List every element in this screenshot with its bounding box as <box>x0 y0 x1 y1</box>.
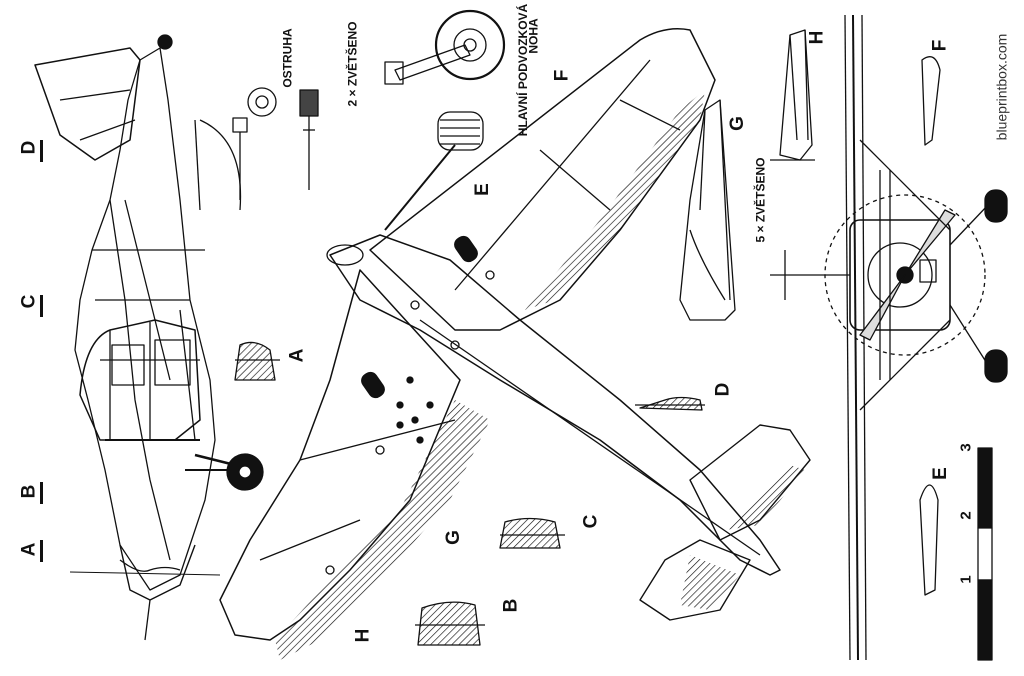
section-mark-b <box>40 482 43 504</box>
tail-skid-detail <box>194 87 319 211</box>
plan-section-label-h: H <box>352 628 374 643</box>
tail-scale-label: 2 × ZVĚTŠENO <box>345 21 360 107</box>
plan-view-wing-upper <box>369 28 716 331</box>
scale-tick-3: 3 <box>957 443 975 452</box>
section-mark-c <box>40 295 43 317</box>
airfoil-e <box>919 484 939 596</box>
scale-tick-2: 2 <box>957 511 975 520</box>
profile-label-d: D <box>712 382 734 397</box>
watermark: blueprintbox.com <box>993 33 1010 141</box>
side-view-canopy <box>79 319 201 441</box>
detail-h <box>770 29 815 161</box>
side-section-label-c: C <box>18 294 40 309</box>
front-view-propeller <box>859 209 956 341</box>
plan-view-wheels <box>361 235 478 399</box>
front-view-wheels <box>949 189 1008 383</box>
main-gear-detail <box>384 9 506 231</box>
side-view-fuselage <box>74 47 216 591</box>
plan-section-label-g: G <box>442 530 464 545</box>
detail-label-e: E <box>929 467 951 480</box>
detail-label-h: H <box>806 30 828 45</box>
scale-bar <box>977 447 993 661</box>
plan-section-label-e: E <box>471 183 493 196</box>
profile-label-b: B <box>500 598 522 613</box>
plan-section-label-f: F <box>551 69 573 82</box>
plan-view-fuselage <box>326 234 781 576</box>
profile-label-c: C <box>580 514 602 529</box>
section-mark-a <box>40 540 43 562</box>
main-gear-label-2: NOHA <box>526 18 541 54</box>
plan-view-cabin-windows <box>396 270 495 444</box>
section-profiles <box>234 341 705 646</box>
side-view-wing-strut <box>105 309 200 441</box>
detail-g <box>679 99 736 321</box>
detail-label-f: F <box>929 39 951 52</box>
side-section-label-a: A <box>18 542 40 557</box>
section-mark-d <box>40 140 43 162</box>
tail-skid-label: OSTRUHA <box>280 28 295 88</box>
detail-label-g: G <box>726 116 748 131</box>
side-view-engine-cowl <box>69 544 221 641</box>
side-view-tailfin <box>34 34 173 161</box>
airfoil-f <box>921 56 941 146</box>
detail-scale-label: 5 × ZVĚTŠENO <box>753 157 768 243</box>
side-section-label-b: B <box>18 484 40 499</box>
profile-label-a: A <box>286 348 308 363</box>
front-view-struts <box>770 139 951 411</box>
scale-tick-1: 1 <box>957 575 975 584</box>
plan-view-wing-lower <box>219 269 490 660</box>
side-view-main-gear <box>185 453 264 491</box>
side-section-label-d: D <box>18 140 40 155</box>
plan-view-tailplane <box>639 424 811 621</box>
